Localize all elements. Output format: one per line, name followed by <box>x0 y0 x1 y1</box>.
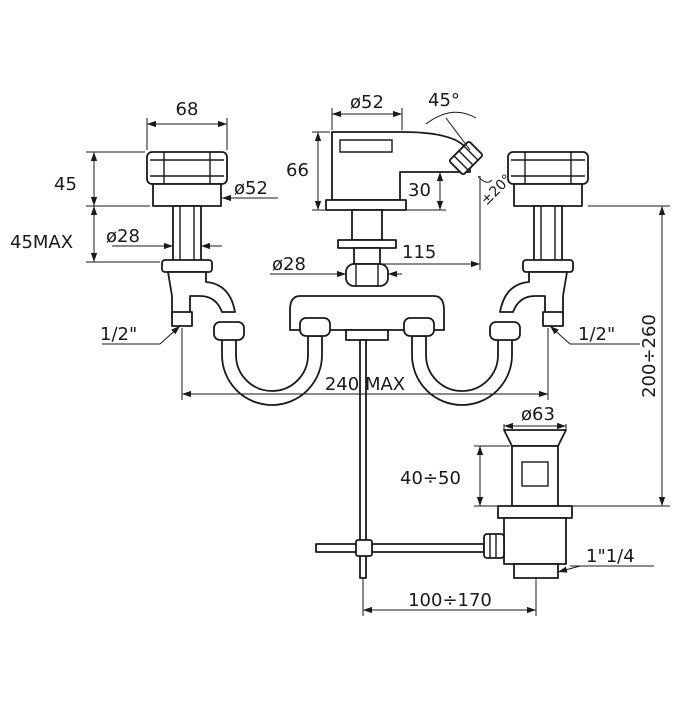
dim-label-100-170: 100÷170 <box>408 590 492 611</box>
dim-label-diam-28-center: ø28 <box>272 254 306 275</box>
spout-washer <box>337 239 397 249</box>
spout-body <box>331 131 471 201</box>
dim-label-200-260: 200÷260 <box>639 314 660 398</box>
waste-thread <box>513 563 559 579</box>
spout-shank <box>351 209 383 241</box>
left-valve-stem <box>161 205 213 273</box>
dim-label-angle-45: 45° <box>428 90 460 111</box>
right-u-pipe <box>403 317 521 406</box>
spout-nut <box>345 263 389 287</box>
dim-label-diam-28-left: ø28 <box>106 226 140 247</box>
right-handwheel <box>507 151 589 207</box>
pop-up-waste <box>483 429 573 579</box>
dimension-lines <box>86 108 670 616</box>
left-valve <box>146 151 236 327</box>
left-handwheel <box>146 151 228 207</box>
dim-label-45: 45 <box>54 174 77 195</box>
left-u-pipe <box>213 317 331 406</box>
dim-label-115: 115 <box>402 242 436 263</box>
waste-lever-housing <box>483 533 505 559</box>
dim-label-45max: 45MAX <box>10 232 73 253</box>
dim-label-68: 68 <box>176 99 199 120</box>
dim-label-40-50: 40÷50 <box>400 468 461 489</box>
waste-cap <box>503 429 567 447</box>
left-valve-body <box>167 271 236 327</box>
spout-base-flange <box>325 199 407 211</box>
dim-label-thread-waste: 1"1/4 <box>586 546 635 567</box>
dim-label-diam-52-spout: ø52 <box>350 92 384 113</box>
dimension-labels: 68 45 ø52 45MAX ø28 1/2" ø52 45° 66 30 ±… <box>10 90 660 611</box>
dim-label-240-max: 240 MAX <box>325 374 405 395</box>
right-valve <box>499 151 589 327</box>
dim-label-thread-left: 1/2" <box>100 324 137 345</box>
spout-nozzle <box>448 140 484 176</box>
dim-label-66: 66 <box>286 160 309 181</box>
right-valve-stem <box>522 205 574 273</box>
right-valve-body <box>499 271 568 327</box>
spout-assembly <box>325 131 484 287</box>
dim-label-diam-52-left: ø52 <box>234 178 268 199</box>
dim-label-diam-63: ø63 <box>521 404 555 425</box>
dim-label-thread-right: 1/2" <box>578 324 615 345</box>
dim-label-30: 30 <box>408 180 431 201</box>
